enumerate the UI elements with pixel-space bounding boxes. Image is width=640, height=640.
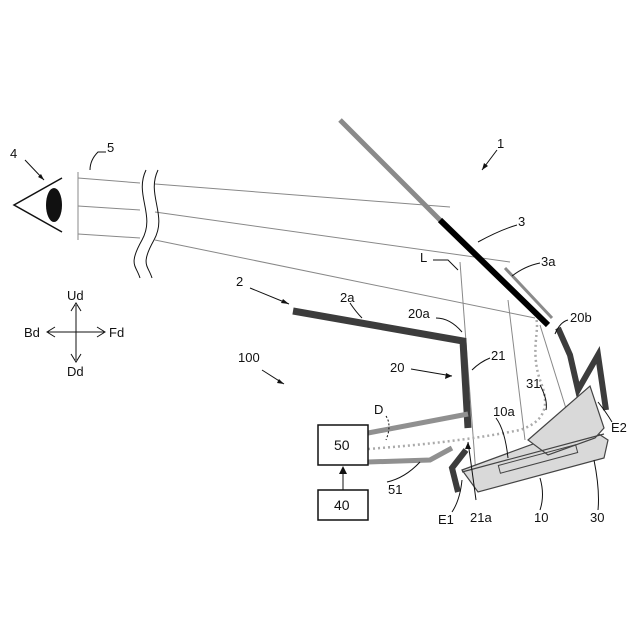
label-50: 50	[334, 437, 350, 453]
label-1: 1	[497, 136, 504, 151]
leader-1-head	[482, 163, 488, 170]
leader-20-head	[445, 373, 452, 379]
direction-labels: Ud Dd Bd Fd	[24, 288, 124, 379]
eye-icon	[14, 178, 62, 232]
label-51: 51	[388, 482, 402, 497]
leader-10a	[496, 418, 508, 458]
direction-down-label: Dd	[67, 364, 84, 379]
light-ray-upper-left	[78, 178, 140, 183]
eye-pupil	[46, 188, 62, 222]
windshield-upper	[340, 120, 440, 220]
label-20b: 20b	[570, 310, 592, 325]
label-2a: 2a	[340, 290, 355, 305]
label-D: D	[374, 402, 383, 417]
light-path-center	[508, 300, 525, 440]
leader-3a	[512, 263, 540, 276]
label-100: 100	[238, 350, 260, 365]
label-10: 10	[534, 510, 548, 525]
label-21a: 21a	[470, 510, 492, 525]
label-E1: E1	[438, 512, 454, 527]
duct-lower-51	[368, 448, 452, 462]
leader-3	[478, 225, 517, 242]
leader-L	[433, 260, 458, 270]
leader-10	[540, 478, 543, 510]
direction-cross	[47, 303, 105, 362]
leader-21a-head	[465, 442, 471, 449]
break-wave-right	[146, 170, 159, 278]
direction-front-label: Fd	[109, 325, 124, 340]
label-3a: 3a	[541, 254, 556, 269]
direction-back-label: Bd	[24, 325, 40, 340]
leader-2a	[350, 303, 362, 318]
light-ray-middle-left	[78, 206, 140, 210]
label-21: 21	[491, 348, 505, 363]
label-30: 30	[590, 510, 604, 525]
label-10a: 10a	[493, 404, 515, 419]
leader-2-head	[281, 299, 289, 304]
break-symbol	[134, 170, 159, 278]
label-5: 5	[107, 140, 114, 155]
direction-up-label: Ud	[67, 288, 84, 303]
leader-21	[472, 358, 490, 370]
leader-30	[594, 460, 599, 510]
label-31: 31	[526, 376, 540, 391]
label-3: 3	[518, 214, 525, 229]
label-20: 20	[390, 360, 404, 375]
label-4: 4	[10, 146, 17, 161]
leader-31	[540, 385, 546, 410]
leader-5	[90, 152, 106, 170]
label-40: 40	[334, 497, 350, 513]
label-L: L	[420, 250, 427, 265]
light-ray-lower-right	[155, 240, 535, 318]
label-2: 2	[236, 274, 243, 289]
leader-20a	[436, 318, 462, 332]
arrow-head-40-to-50	[339, 466, 347, 474]
light-ray-lower-left	[78, 234, 140, 238]
break-wave-left	[134, 170, 147, 278]
label-20a: 20a	[408, 306, 430, 321]
label-E2: E2	[611, 420, 627, 435]
leader-51	[387, 462, 420, 482]
